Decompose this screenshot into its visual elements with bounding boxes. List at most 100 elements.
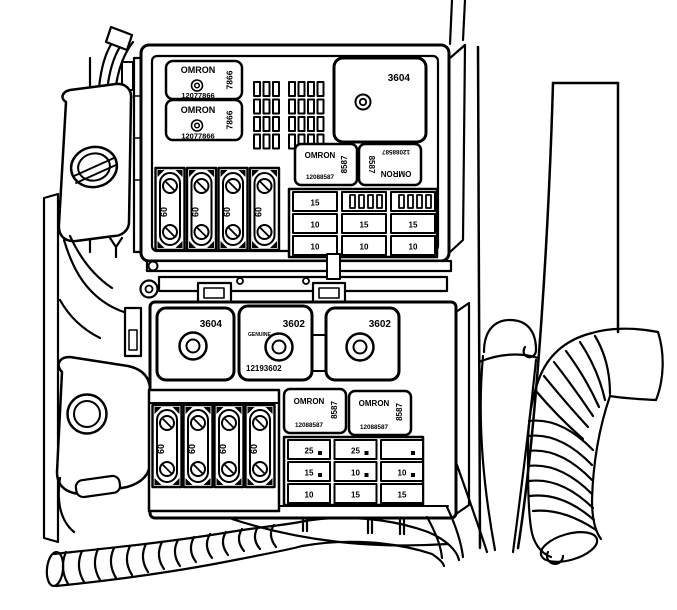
conduit-ribs: [61, 523, 278, 586]
relay-part-number: 12088587: [295, 422, 324, 429]
mini-relay-upright: OMRON 12088587 8587: [293, 142, 359, 187]
relay-label: 3604: [388, 73, 411, 84]
relay-3602-right: 3602: [324, 306, 401, 382]
rail-clip: [196, 281, 233, 305]
relay-part-number: 12193602: [246, 364, 282, 373]
fuse-cell: 10: [305, 491, 314, 500]
mount-boss-inner: [73, 400, 101, 428]
fuse-cell: 15: [351, 491, 360, 500]
maxi-fuse-amps: 60: [218, 444, 228, 454]
fuse-cell: 10: [409, 243, 418, 252]
relay-part-number: 12088587: [306, 174, 335, 181]
relay-side-code: 7866: [225, 110, 235, 129]
relay-terminal-icon: [354, 93, 372, 111]
maxi-fuse-amps: 60: [222, 207, 232, 217]
relay-side-code: 8587: [340, 155, 349, 173]
rail-upper: [145, 259, 453, 273]
relay-side-code: 8587: [367, 156, 376, 174]
lower-fuse-grid: 25 25 15 10 10 10 15 15: [282, 435, 425, 507]
fuse-cell: 10: [360, 243, 369, 252]
upper-fuse-grid: 15 10 15 15 10 10 10: [287, 187, 439, 259]
hinge-pin: [147, 260, 159, 272]
relay-brand: OMRON: [294, 397, 325, 406]
conduit-top-edge: [52, 520, 302, 556]
fuse-cell: 10: [311, 221, 320, 230]
block-hinge-rails: [139, 253, 453, 305]
fuse-cell: 25: [305, 447, 314, 456]
brand-logo-icon: [190, 79, 204, 92]
relay-label: 3602: [369, 319, 392, 330]
lower-block-side-flap: [454, 301, 471, 516]
relay-terminal-icon: [178, 331, 208, 361]
bracket-tail: [57, 476, 76, 534]
relay-part-number: 12077866: [181, 91, 214, 100]
crumpled-shield: [58, 234, 126, 340]
fuse-cell: 15: [311, 199, 320, 208]
relay-brand: OMRON: [181, 65, 216, 75]
micro-relay-1: OMRON 12077866 7866: [164, 59, 244, 101]
rail-stub: [326, 253, 341, 280]
wire-connector: [104, 25, 134, 52]
maxi-fuse-amps: 60: [159, 207, 169, 217]
relay-brand: OMRON: [380, 169, 411, 178]
brand-logo-icon: [190, 119, 204, 132]
hose-opening-rim: [654, 330, 664, 402]
fuse-cell: 10: [398, 469, 407, 478]
maxi-fuse-amps: 60: [156, 444, 166, 454]
relay-terminal-icon: [264, 332, 294, 362]
maxi-fuse-amps: 60: [249, 444, 259, 454]
upper-block-side-flap: [448, 43, 467, 254]
relay-brand-small: GENUINE: [248, 332, 271, 338]
fuse-cell: 10: [351, 469, 360, 478]
bracket-slot: [74, 474, 122, 499]
fuse-cell: 15: [305, 469, 314, 478]
hose-opening-bottom: [608, 394, 658, 402]
maxi-fuse-amps: 60: [254, 207, 264, 217]
relay-part-number: 12088587: [382, 148, 411, 155]
relay-side-code: 7866: [225, 70, 235, 89]
relay-3604-lower: 3604: [155, 306, 236, 382]
left-bracketry: [42, 25, 152, 544]
fuse-tab-marks: [318, 451, 415, 477]
fuse-cell: 15: [398, 491, 407, 500]
conduit-end: [45, 550, 65, 588]
mini-relay-rotated: OMRON 12088587 8587: [357, 142, 423, 187]
mini-relay-lower-right: OMRON 12088587 8587: [347, 389, 413, 437]
relay-label: 3602: [283, 319, 306, 330]
bottom-wire-conduit: [45, 516, 461, 588]
micro-relay-2: OMRON 12077866 7866: [164, 98, 244, 142]
conduit-tail-bottom: [300, 540, 446, 568]
lower-fuse-block: 3604 3602 GENUINE 12193602 3602: [147, 300, 471, 520]
maxi-fuse-amps: 60: [187, 444, 197, 454]
conduit-bottom-edge: [54, 544, 304, 588]
relay-brand: OMRON: [181, 105, 216, 115]
relay-part-number: 12088587: [360, 424, 389, 431]
fuse-cell: 15: [360, 221, 369, 230]
relay-label: 3604: [200, 319, 223, 330]
panel-left-edge: [516, 81, 555, 550]
rail-clip: [311, 281, 347, 305]
grommet-inner: [77, 152, 111, 182]
side-panel-strip: [42, 192, 60, 544]
corrugated-hose: [526, 327, 664, 565]
maxi-fuse-amps: 60: [191, 207, 201, 217]
relay-terminal-icon: [345, 332, 375, 362]
hose-outer-edge: [526, 331, 594, 559]
strap-clip: [123, 306, 143, 358]
conduit-tail-top: [298, 516, 461, 562]
hinge-pivot: [139, 279, 159, 299]
fuse-cell: 25: [351, 447, 360, 456]
relay-brand: OMRON: [305, 151, 336, 160]
hose-inner-edge: [590, 394, 612, 541]
hose-opening-top: [590, 327, 660, 335]
lower-maxi-fuse-bank: 60 60 60 60: [147, 388, 281, 513]
fuse-cell: 15: [409, 221, 418, 230]
relay-brand: OMRON: [359, 399, 390, 408]
mini-relay-lower-left: OMRON 12088587 8587: [282, 387, 348, 435]
upper-fuse-block: OMRON 12077866 7866 OMRON 12077866 7866: [139, 43, 467, 263]
relay-bridge: [311, 334, 327, 372]
upper-maxi-fuse-bank: 60 60 60 60: [154, 166, 281, 252]
relay-3602-middle: 3602 GENUINE 12193602: [237, 304, 314, 382]
